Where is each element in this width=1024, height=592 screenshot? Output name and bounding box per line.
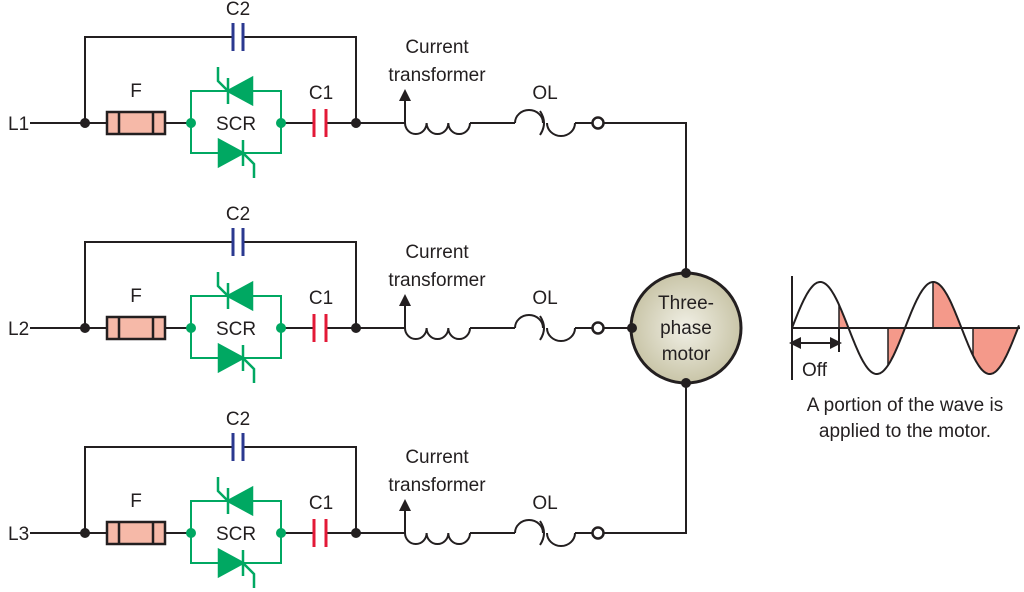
overload-relay: OL	[514, 83, 605, 137]
scr-label: SCR	[216, 114, 256, 135]
ct-label-line1: Current	[405, 447, 469, 468]
off-label: Off	[802, 360, 828, 381]
scr-forward-icon	[217, 342, 246, 374]
motor-terminal-1	[681, 268, 691, 278]
scr-pair: SCR	[186, 272, 286, 383]
junction-dot	[351, 528, 361, 538]
scr-forward-icon	[217, 137, 246, 169]
ct-coil-icon	[404, 122, 471, 135]
ol-label: OL	[532, 493, 557, 514]
line-label: L3	[8, 524, 29, 545]
overload-relay: OL	[514, 288, 605, 342]
junction-dot	[80, 118, 90, 128]
overload-icon	[514, 519, 576, 547]
bypass-wire	[84, 36, 357, 123]
ct-coil-icon	[404, 532, 471, 545]
capacitor-c2: C2	[226, 0, 250, 51]
scr-forward-icon	[217, 547, 246, 579]
ol-label: OL	[532, 83, 557, 104]
current-transformer: Current transformer	[388, 447, 486, 545]
fuse: F	[105, 286, 167, 341]
junction-dot	[351, 323, 361, 333]
motor-terminal-2	[627, 323, 637, 333]
fuse: F	[105, 491, 167, 546]
ct-label-line2: transformer	[388, 270, 486, 291]
scr-reverse-icon	[225, 485, 254, 517]
scr-reverse-icon	[225, 75, 254, 107]
bypass-wire	[84, 241, 357, 328]
fuse-label: F	[130, 81, 142, 102]
scr-reverse-icon	[225, 280, 254, 312]
capacitor-c2: C2	[226, 409, 250, 461]
bypass-wire	[84, 446, 357, 533]
ct-label-line1: Current	[405, 37, 469, 58]
junction-dot	[80, 323, 90, 333]
fuse-label: F	[130, 491, 142, 512]
scr-label: SCR	[216, 319, 256, 340]
ct-label-line2: transformer	[388, 65, 486, 86]
c1-label: C1	[309, 288, 333, 309]
sine-wave	[791, 281, 1020, 375]
terminal-icon	[591, 321, 605, 335]
ct-coil-icon	[404, 327, 471, 340]
motor-label-line3: motor	[662, 344, 711, 365]
c1-label: C1	[309, 493, 333, 514]
motor-terminal-3	[681, 378, 691, 388]
junction-dot	[80, 528, 90, 538]
line-label: L2	[8, 319, 29, 340]
conducting-portion	[933, 282, 962, 328]
ol-label: OL	[532, 288, 557, 309]
capacitor-c1: C1	[309, 83, 333, 137]
three-phase-motor: Three- phase motor	[627, 268, 743, 388]
line-label: L1	[8, 114, 29, 135]
waveform-caption-line2: applied to the motor.	[819, 421, 991, 442]
fuse-label: F	[130, 286, 142, 307]
terminal-icon	[591, 526, 605, 540]
motor-label-line2: phase	[660, 318, 712, 339]
scr-label: SCR	[216, 524, 256, 545]
c2-label: C2	[226, 204, 250, 225]
overload-icon	[514, 314, 576, 342]
junction-dot	[351, 118, 361, 128]
waveform-caption-line1: A portion of the wave is	[807, 395, 1003, 416]
current-transformer: Current transformer	[388, 242, 486, 340]
conducting-portion	[973, 328, 1018, 374]
waveform: Off A portion of the wave is applied to …	[789, 276, 1020, 442]
motor-label-line1: Three-	[658, 293, 714, 314]
capacitor-c1: C1	[309, 288, 333, 342]
capacitor-c1: C1	[309, 493, 333, 547]
current-transformer: Current transformer	[388, 37, 486, 135]
scr-pair: SCR	[186, 67, 286, 178]
ct-label-line1: Current	[405, 242, 469, 263]
capacitor-c2: C2	[226, 204, 250, 256]
c2-label: C2	[226, 0, 250, 20]
terminal-icon	[591, 116, 605, 130]
overload-icon	[514, 109, 576, 137]
scr-pair: SCR	[186, 477, 286, 588]
c2-label: C2	[226, 409, 250, 430]
motor-wiring	[604, 122, 687, 534]
ct-label-line2: transformer	[388, 475, 486, 496]
overload-relay: OL	[514, 493, 605, 547]
c1-label: C1	[309, 83, 333, 104]
fuse: F	[105, 81, 167, 136]
